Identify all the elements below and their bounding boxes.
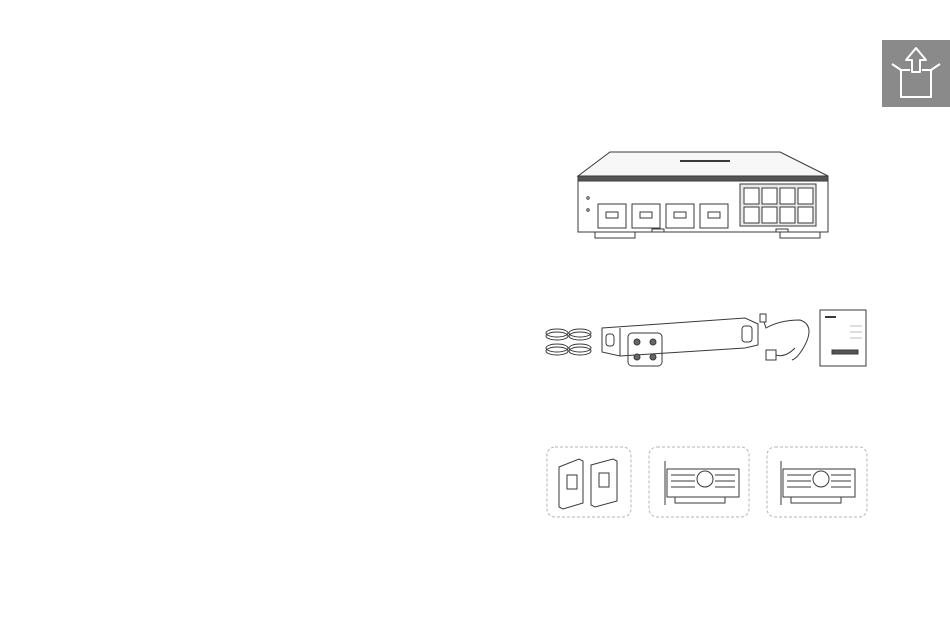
cards-illustration [545,445,875,520]
unbox-tab [882,40,950,107]
accessories-illustration [530,300,875,380]
unbox-icon [882,40,950,107]
switch-illustration [570,150,840,250]
